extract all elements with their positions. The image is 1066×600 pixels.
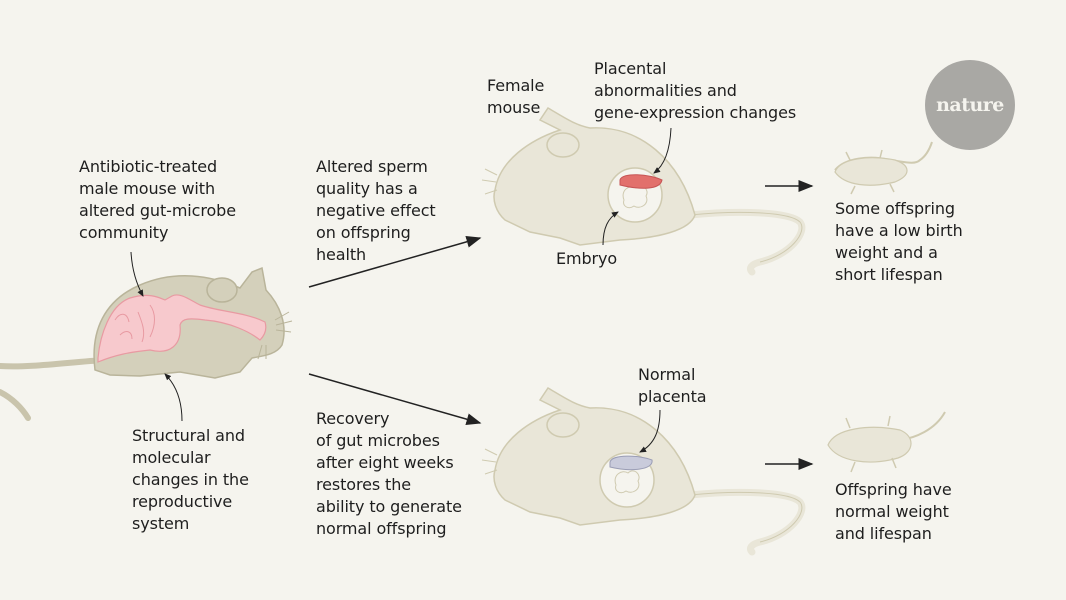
gut-intestines — [97, 294, 267, 363]
arrow-to-bottom-pathway — [308, 373, 482, 426]
nature-logo-text: nature — [936, 94, 1004, 116]
female-mouse-top-illustration — [481, 106, 806, 276]
label-placental-abnormalities: Placental abnormalities and gene-express… — [594, 59, 797, 122]
leader-embryo — [602, 211, 619, 246]
embryo-top — [622, 185, 648, 209]
offspring-bottom-illustration — [827, 411, 946, 473]
label-normal-placenta: Normal placenta — [638, 365, 707, 406]
label-embryo: Embryo — [556, 249, 618, 268]
leader-placenta-normal — [639, 409, 661, 453]
label-reproductive-changes: Structural and molecular changes in the … — [132, 426, 249, 533]
arrow-to-top-pathway — [308, 235, 482, 288]
nature-logo: nature — [925, 60, 1015, 150]
abnormal-placenta — [619, 174, 663, 189]
leader-reproductive — [164, 373, 183, 422]
label-female-mouse: Female mouse — [487, 76, 545, 117]
leader-gut — [130, 251, 144, 297]
male-mouse-tail — [0, 357, 108, 421]
label-offspring-normal: Offspring have normal weight and lifespa… — [835, 480, 952, 543]
normal-placenta — [609, 455, 653, 471]
male-mouse-illustration — [0, 266, 293, 421]
male-mouse-whiskers — [257, 311, 293, 360]
label-offspring-affected: Some offspring have a low birth weight a… — [835, 199, 963, 284]
leader-placenta-abnormal — [653, 127, 672, 174]
label-recovery: Recovery of gut microbes after eight wee… — [316, 409, 462, 538]
offspring-top-illustration — [834, 141, 933, 195]
label-sperm-effect: Altered sperm quality has a negative eff… — [316, 157, 436, 264]
female-mouse-bottom-illustration — [481, 386, 806, 556]
male-mouse-ear — [206, 277, 238, 303]
label-male-mouse: Antibiotic-treated male mouse with alter… — [79, 157, 236, 242]
embryo-bottom — [614, 470, 640, 494]
